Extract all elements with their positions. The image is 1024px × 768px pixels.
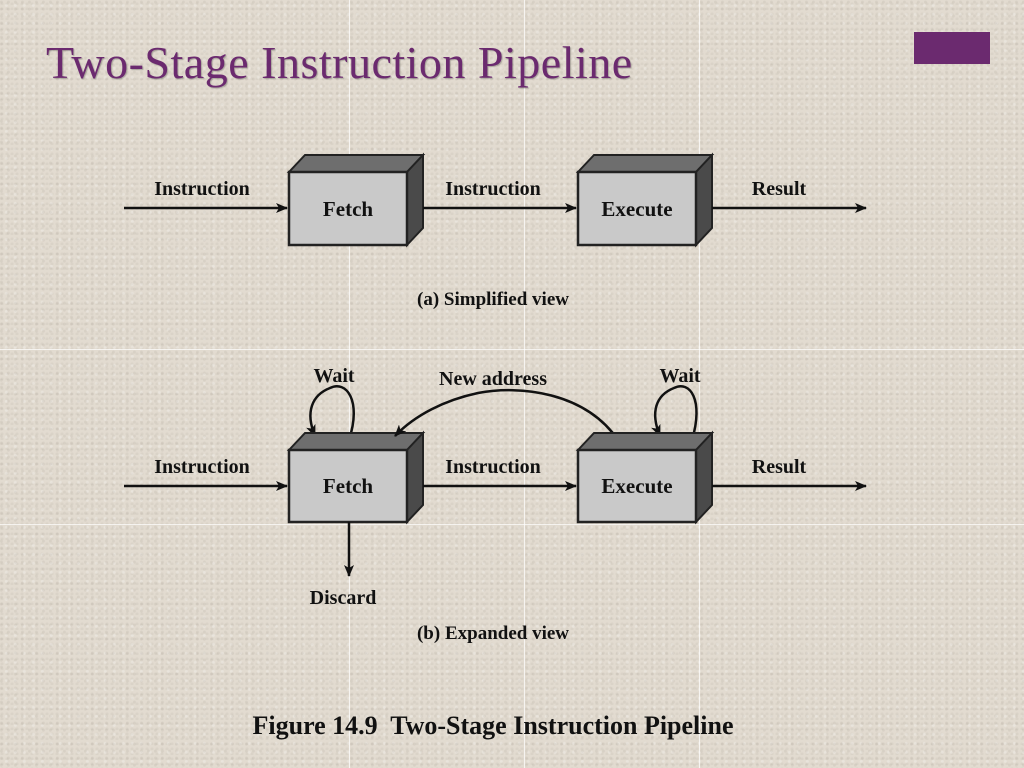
new-address-label: New address bbox=[439, 368, 547, 390]
wait-loop-arrow bbox=[306, 385, 355, 441]
output-label: Result bbox=[752, 178, 807, 200]
execute-box: Execute bbox=[575, 430, 715, 525]
fetch-label: Fetch bbox=[323, 197, 373, 221]
grid-line bbox=[0, 524, 1024, 525]
output-label: Result bbox=[752, 456, 807, 478]
execute-box: Execute bbox=[575, 152, 715, 248]
between-label: Instruction bbox=[445, 456, 541, 478]
grid-line bbox=[699, 0, 700, 768]
fetch-box: Fetch bbox=[286, 152, 426, 248]
execute-label: Execute bbox=[601, 197, 672, 221]
fetch-label: Fetch bbox=[323, 474, 373, 498]
caption-b: (b) Expanded view bbox=[417, 623, 569, 644]
caption-a: (a) Simplified view bbox=[417, 289, 569, 310]
slide-title: Two-Stage Instruction Pipeline bbox=[46, 37, 633, 88]
fetch-box: Fetch bbox=[286, 430, 426, 525]
wait-loop-arrow bbox=[651, 385, 698, 441]
between-label: Instruction bbox=[445, 178, 541, 200]
grid-line bbox=[524, 0, 525, 768]
input-label: Instruction bbox=[154, 456, 250, 478]
simplified-view: Instruction Fetch Instruction Execute Re… bbox=[124, 152, 867, 310]
execute-label: Execute bbox=[601, 474, 672, 498]
grid-line bbox=[0, 349, 1024, 350]
figure-caption: Figure 14.9 Two-Stage Instruction Pipeli… bbox=[253, 711, 734, 740]
input-label: Instruction bbox=[154, 178, 250, 200]
discard-label: Discard bbox=[310, 587, 377, 609]
expanded-view: Instruction Wait Fetch Discard Instructi… bbox=[124, 365, 867, 644]
wait-label: Wait bbox=[313, 365, 354, 387]
grid-line bbox=[349, 0, 350, 768]
wait-label: Wait bbox=[659, 365, 700, 387]
new-address-arrow bbox=[394, 388, 620, 441]
title-accent-bar bbox=[914, 32, 990, 64]
